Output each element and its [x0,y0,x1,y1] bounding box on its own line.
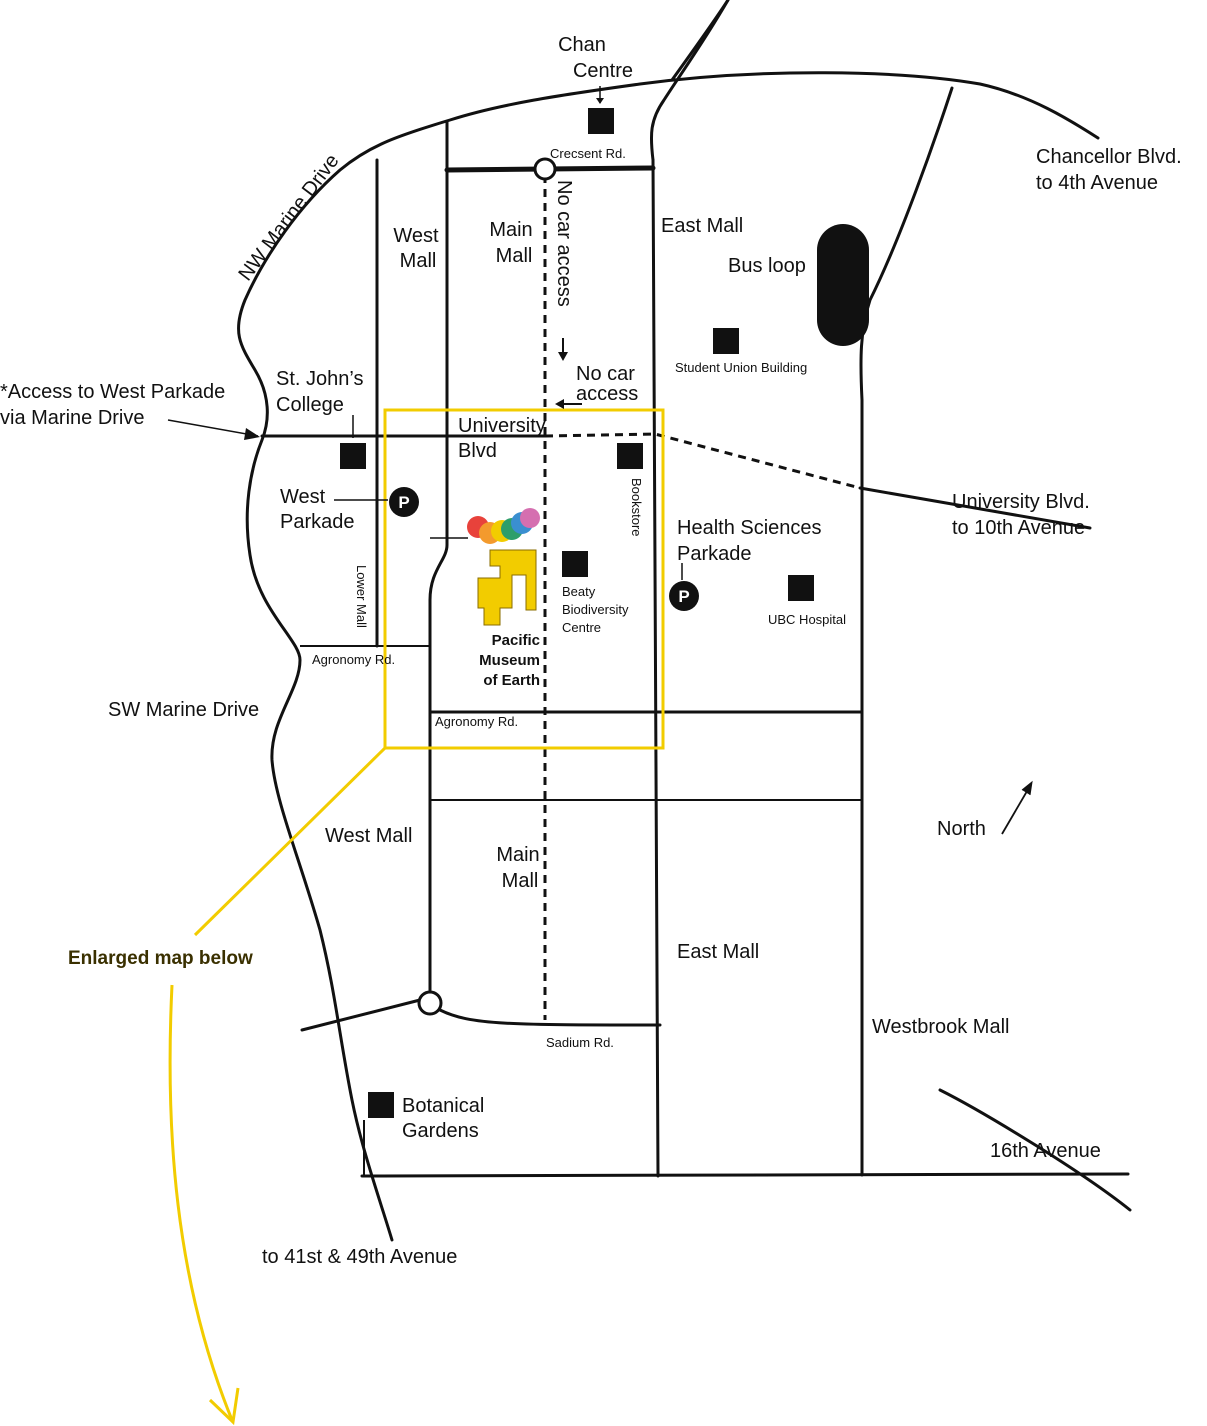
enlarged-area-box [383,408,665,750]
label-university-1: University [458,415,546,437]
no-car-arrowhead-down-icon [558,352,568,361]
no-car-arrowhead-left-icon [555,399,564,409]
botanical-building [368,1092,394,1118]
bookstore-building [617,443,643,469]
chan-arrow-icon [596,98,604,104]
sadium-road [300,998,662,1032]
label-main-mall-bottom-2: Mall [502,870,539,892]
university-blvd-dashed [544,432,861,490]
label-crescent-rd: Crecsent Rd. [550,146,626,161]
access-arrowhead-icon [244,428,260,440]
label-no-car-1: No car [576,363,635,385]
label-health-1: Health Sciences [677,517,822,539]
label-to-41st: to 41st & 49th Avenue [262,1246,457,1268]
label-beaty-2: Biodiversity [562,602,629,617]
road-network [236,0,1132,1242]
label-university-2: Blvd [458,440,497,462]
enlarged-arrowhead-icon [208,1387,240,1426]
label-bus-loop: Bus loop [728,255,806,277]
label-pacific-2: Museum [479,652,540,669]
westbrook-road [859,86,954,1177]
university-blvd-east-road [858,486,1092,530]
label-access-west-2: via Marine Drive [0,407,144,429]
beaty-building [562,551,588,577]
marine-drive-road [236,0,1132,1242]
label-west-mall-top-2: Mall [400,250,437,272]
label-west-mall-top-1: West [393,225,439,247]
museum-building-shape [477,549,537,626]
label-west-mall-bottom: West Mall [325,825,412,847]
label-bookstore: Bookstore [629,478,644,537]
enlarged-pointer-arrow [168,984,234,1421]
label-east-mall-bottom: East Mall [677,941,759,963]
parking-label-west: P [398,493,409,512]
sadium-roundabout [417,990,443,1016]
label-univ-10th-1: University Blvd. [952,491,1090,513]
label-agronomy-left: Agronomy Rd. [312,652,395,667]
chancellor-road [649,0,730,162]
label-chan-1: Chan [558,34,606,56]
label-st-johns-2: College [276,394,344,416]
east-mall-road [651,158,660,1178]
label-health-2: Parkade [677,543,752,565]
label-agronomy-mid: Agronomy Rd. [435,714,518,729]
label-pacific-3: of Earth [483,672,540,689]
parking-icon: P [389,487,419,517]
label-beaty-3: Centre [562,620,601,635]
parking-label-health: P [678,587,689,606]
label-beaty-1: Beaty [562,584,596,599]
student-union-building [713,328,739,354]
label-nw-marine: NW Marine Drive [234,150,343,285]
crescent-roundabout [533,157,557,181]
label-student-union: Student Union Building [675,360,807,375]
west-mall-road [428,120,449,1002]
label-main-mall-bottom-1: Main [496,844,539,866]
label-lower-mall: Lower Mall [354,565,369,628]
museum-logo-icon [467,508,540,544]
label-ubc-hospital: UBC Hospital [768,612,846,627]
label-botanical-2: Gardens [402,1120,479,1142]
label-access-west-1: *Access to West Parkade [0,381,225,403]
access-arrow [167,419,259,437]
label-botanical-1: Botanical [402,1095,484,1117]
enlarged-pointer-line [193,746,387,937]
label-sadium-rd: Sadium Rd. [546,1035,614,1050]
label-chan-2: Centre [573,60,633,82]
label-chancellor-2: to 4th Avenue [1036,172,1158,194]
label-north: North [937,818,986,840]
label-univ-10th-2: to 10th Avenue [952,517,1085,539]
chan-centre-building [588,108,614,134]
north-arrow-icon [1001,785,1031,835]
st-johns-building [340,443,366,469]
parking-icon: P [669,581,699,611]
label-enlarged: Enlarged map below [68,948,253,969]
label-westbrook: Westbrook Mall [872,1016,1009,1038]
label-east-mall-top: East Mall [661,215,743,237]
label-main-mall-top-2: Mall [496,245,533,267]
ubc-hospital-building [788,575,814,601]
label-no-car-2: access [576,383,638,405]
label-sixteenth: 16th Avenue [990,1140,1101,1162]
sixteenth-avenue-road [360,1172,1130,1178]
label-main-mall-top-1: Main [489,219,532,241]
label-pacific-1: Pacific [492,632,540,649]
label-chancellor-1: Chancellor Blvd. [1036,146,1182,168]
label-sw-marine: SW Marine Drive [108,699,259,721]
north-arrowhead-icon [1021,780,1033,796]
label-st-johns-1: St. John’s [276,368,363,390]
label-west-parkade-1: West [280,486,326,508]
label-west-parkade-2: Parkade [280,511,355,533]
label-no-car-vertical: No car access [553,180,575,307]
bus-loop-shape [817,224,869,346]
